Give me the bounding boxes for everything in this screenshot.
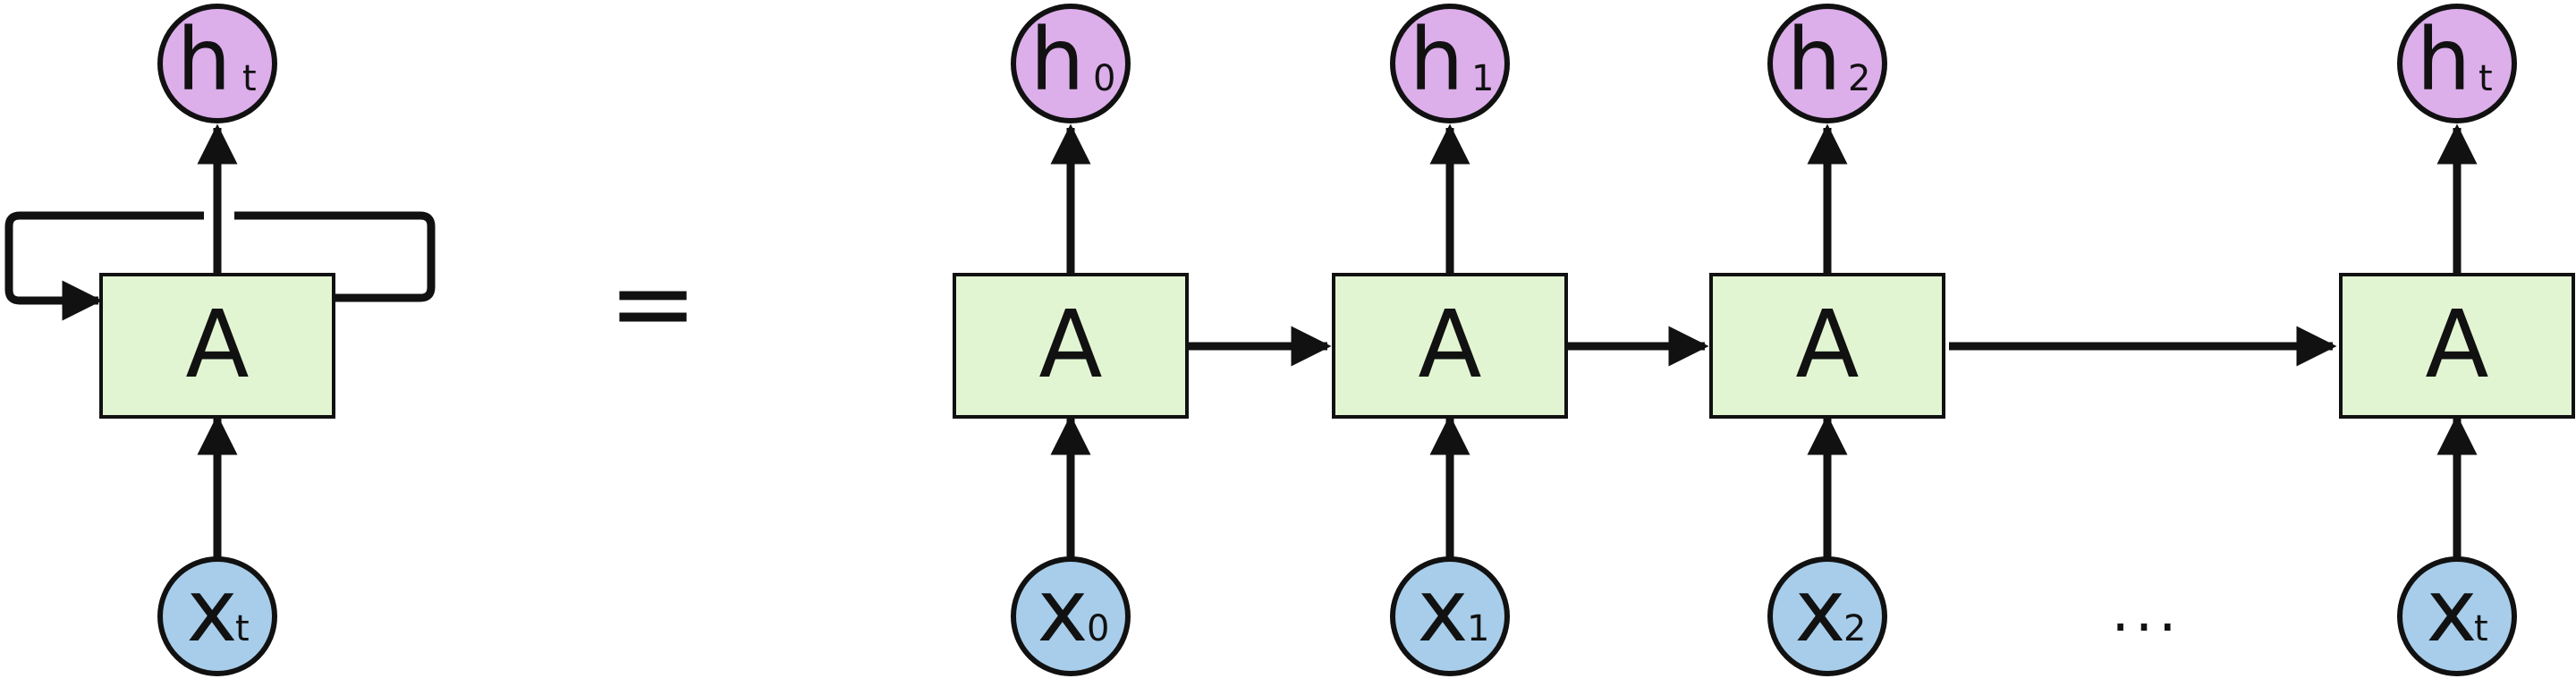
hidden-state-subscript-t: t bbox=[2479, 58, 2493, 99]
equals-sign: = bbox=[608, 242, 699, 366]
input-symbol-2: x bbox=[1795, 561, 1846, 661]
time-step-1: A h 1 x 1 bbox=[1332, 4, 1568, 676]
time-step-2: A h 2 x 2 bbox=[1709, 4, 1945, 676]
input-subscript-1: 1 bbox=[1467, 608, 1489, 649]
hidden-state-symbol-t: h bbox=[2417, 10, 2471, 110]
hidden-state-subscript-1: 1 bbox=[1471, 58, 1494, 99]
time-step-0: A h 0 x 0 bbox=[953, 4, 1189, 676]
time-step-t: A h t x t bbox=[2339, 4, 2575, 676]
hidden-state-symbol-2: h bbox=[1787, 10, 1842, 110]
input-subscript: t bbox=[235, 608, 250, 649]
input-symbol-1: x bbox=[1418, 561, 1469, 661]
input-node-2 bbox=[1767, 556, 1887, 676]
hidden-state-symbol-1: h bbox=[1410, 10, 1464, 110]
input-symbol-t: x bbox=[2427, 561, 2478, 661]
hidden-state-node-1 bbox=[1390, 4, 1510, 123]
hidden-state-node bbox=[157, 4, 277, 123]
hidden-state-node-t bbox=[2397, 4, 2517, 123]
hidden-state-subscript-2: 2 bbox=[1848, 58, 1870, 99]
recurrent-loop-return bbox=[4, 211, 204, 321]
rnn-cell bbox=[99, 273, 335, 419]
rnn-cell-label-1: A bbox=[1418, 290, 1481, 399]
rnn-cell-label-0: A bbox=[1038, 290, 1102, 399]
input-subscript-t: t bbox=[2474, 608, 2488, 649]
hidden-state-symbol-0: h bbox=[1030, 10, 1085, 110]
rnn-cell-label: A bbox=[185, 290, 249, 399]
hidden-state-node-2 bbox=[1767, 4, 1887, 123]
rnn-cell-1 bbox=[1332, 273, 1568, 419]
rnn-cell-0 bbox=[953, 273, 1189, 419]
rnn-cell-t bbox=[2339, 273, 2575, 419]
input-subscript-0: 0 bbox=[1087, 608, 1109, 649]
ellipsis: ... bbox=[2111, 579, 2182, 645]
rnn-cell-label-t: A bbox=[2425, 290, 2488, 399]
input-symbol: x bbox=[187, 561, 238, 661]
input-node-1 bbox=[1390, 556, 1510, 676]
rolled-rnn: A h t x t bbox=[4, 4, 436, 676]
input-symbol-0: x bbox=[1038, 561, 1089, 661]
input-node-t bbox=[2397, 556, 2517, 676]
hidden-state-subscript-0: 0 bbox=[1093, 58, 1115, 99]
input-subscript-2: 2 bbox=[1843, 608, 1866, 649]
hidden-state-symbol: h bbox=[177, 10, 232, 110]
unrolled-rnn: ... A h 0 x 0 A h 1 x 1 bbox=[953, 4, 2575, 676]
hidden-state-node-0 bbox=[1011, 4, 1131, 123]
recurrent-loop-arrow bbox=[234, 211, 436, 302]
hidden-state-subscript: t bbox=[242, 58, 257, 99]
rnn-cell-label-2: A bbox=[1795, 290, 1859, 399]
input-node bbox=[157, 556, 277, 676]
rnn-cell-2 bbox=[1709, 273, 1945, 419]
input-node-0 bbox=[1011, 556, 1131, 676]
